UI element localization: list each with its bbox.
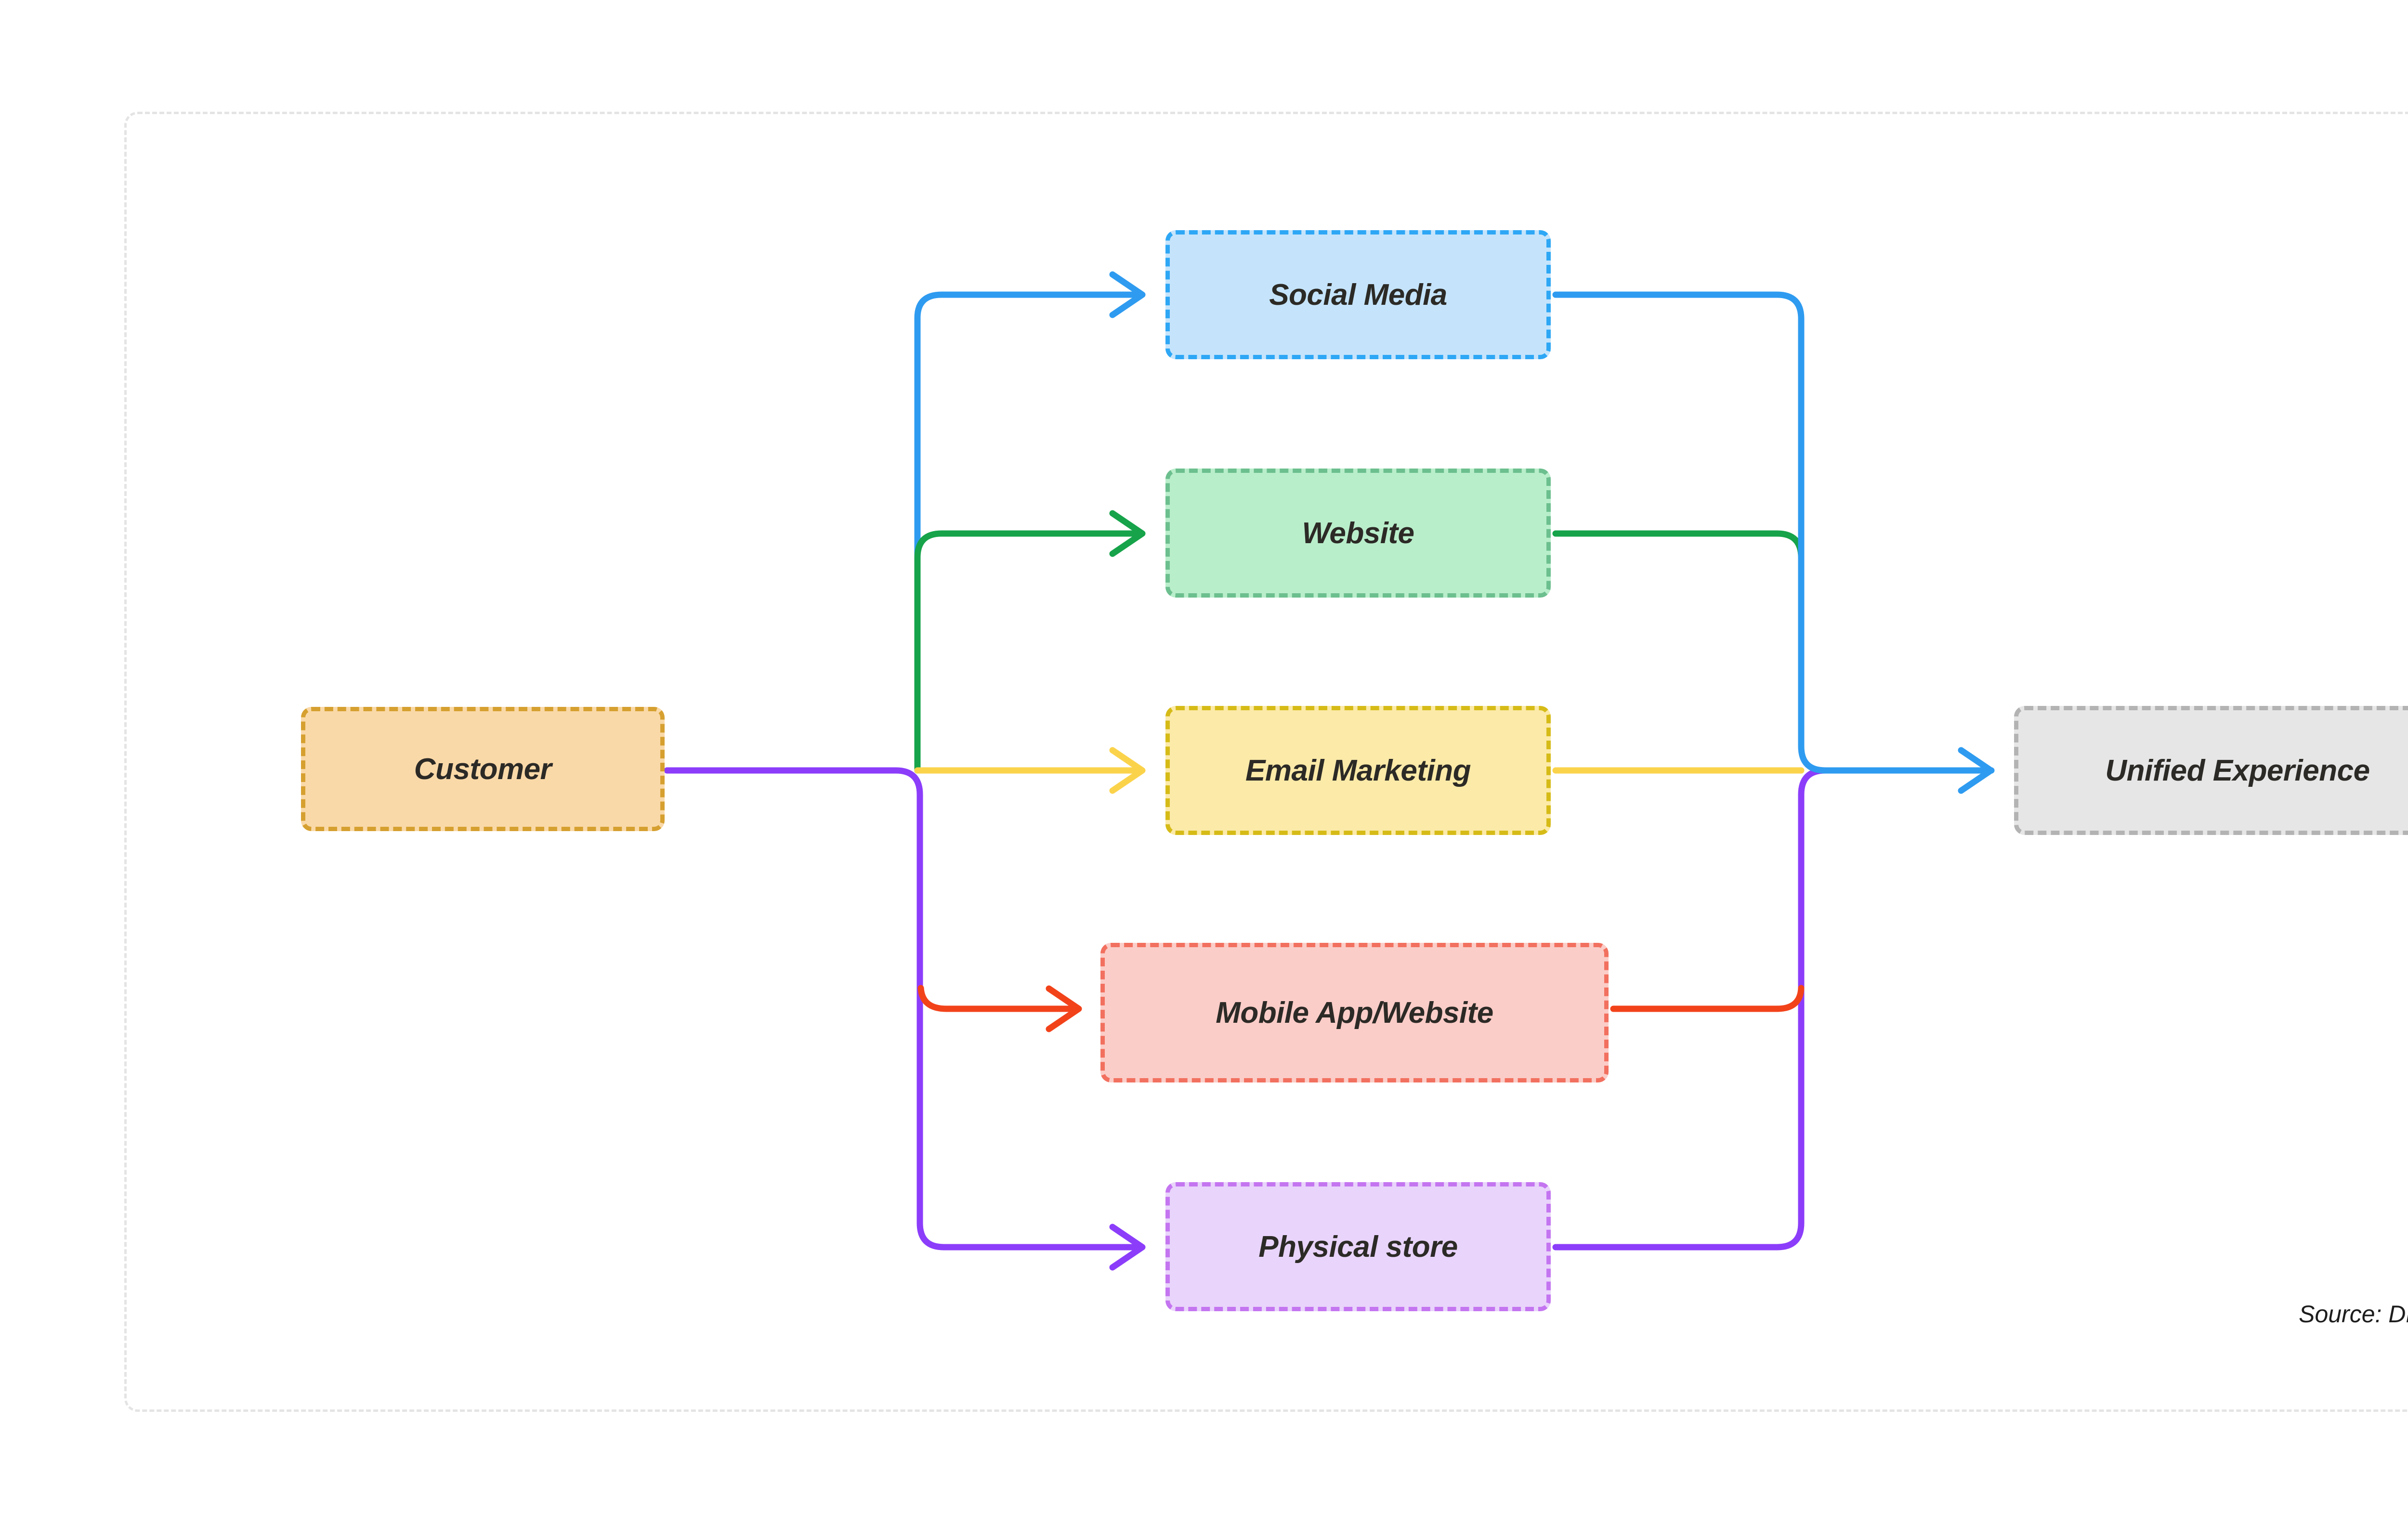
node-website[interactable]: Website bbox=[1165, 469, 1551, 598]
node-label: Email Marketing bbox=[1245, 754, 1471, 787]
source-caption: Source: DMS Whiteboard bbox=[2299, 1301, 2408, 1328]
node-unified-experience[interactable]: Unified Experience bbox=[2014, 706, 2408, 835]
node-label: Website bbox=[1302, 516, 1414, 550]
node-email-marketing[interactable]: Email Marketing bbox=[1165, 706, 1551, 835]
node-customer[interactable]: Customer bbox=[301, 707, 665, 831]
node-physical-store[interactable]: Physical store bbox=[1165, 1182, 1551, 1311]
node-social-media[interactable]: Social Media bbox=[1165, 230, 1551, 359]
diagram-frame bbox=[124, 112, 2408, 1412]
node-mobile-app-website[interactable]: Mobile App/Website bbox=[1100, 943, 1609, 1082]
node-label: Social Media bbox=[1269, 278, 1447, 312]
node-label: Customer bbox=[414, 752, 552, 786]
node-label: Physical store bbox=[1258, 1230, 1458, 1264]
node-label: Mobile App/Website bbox=[1216, 996, 1493, 1030]
node-label: Unified Experience bbox=[2105, 754, 2370, 787]
